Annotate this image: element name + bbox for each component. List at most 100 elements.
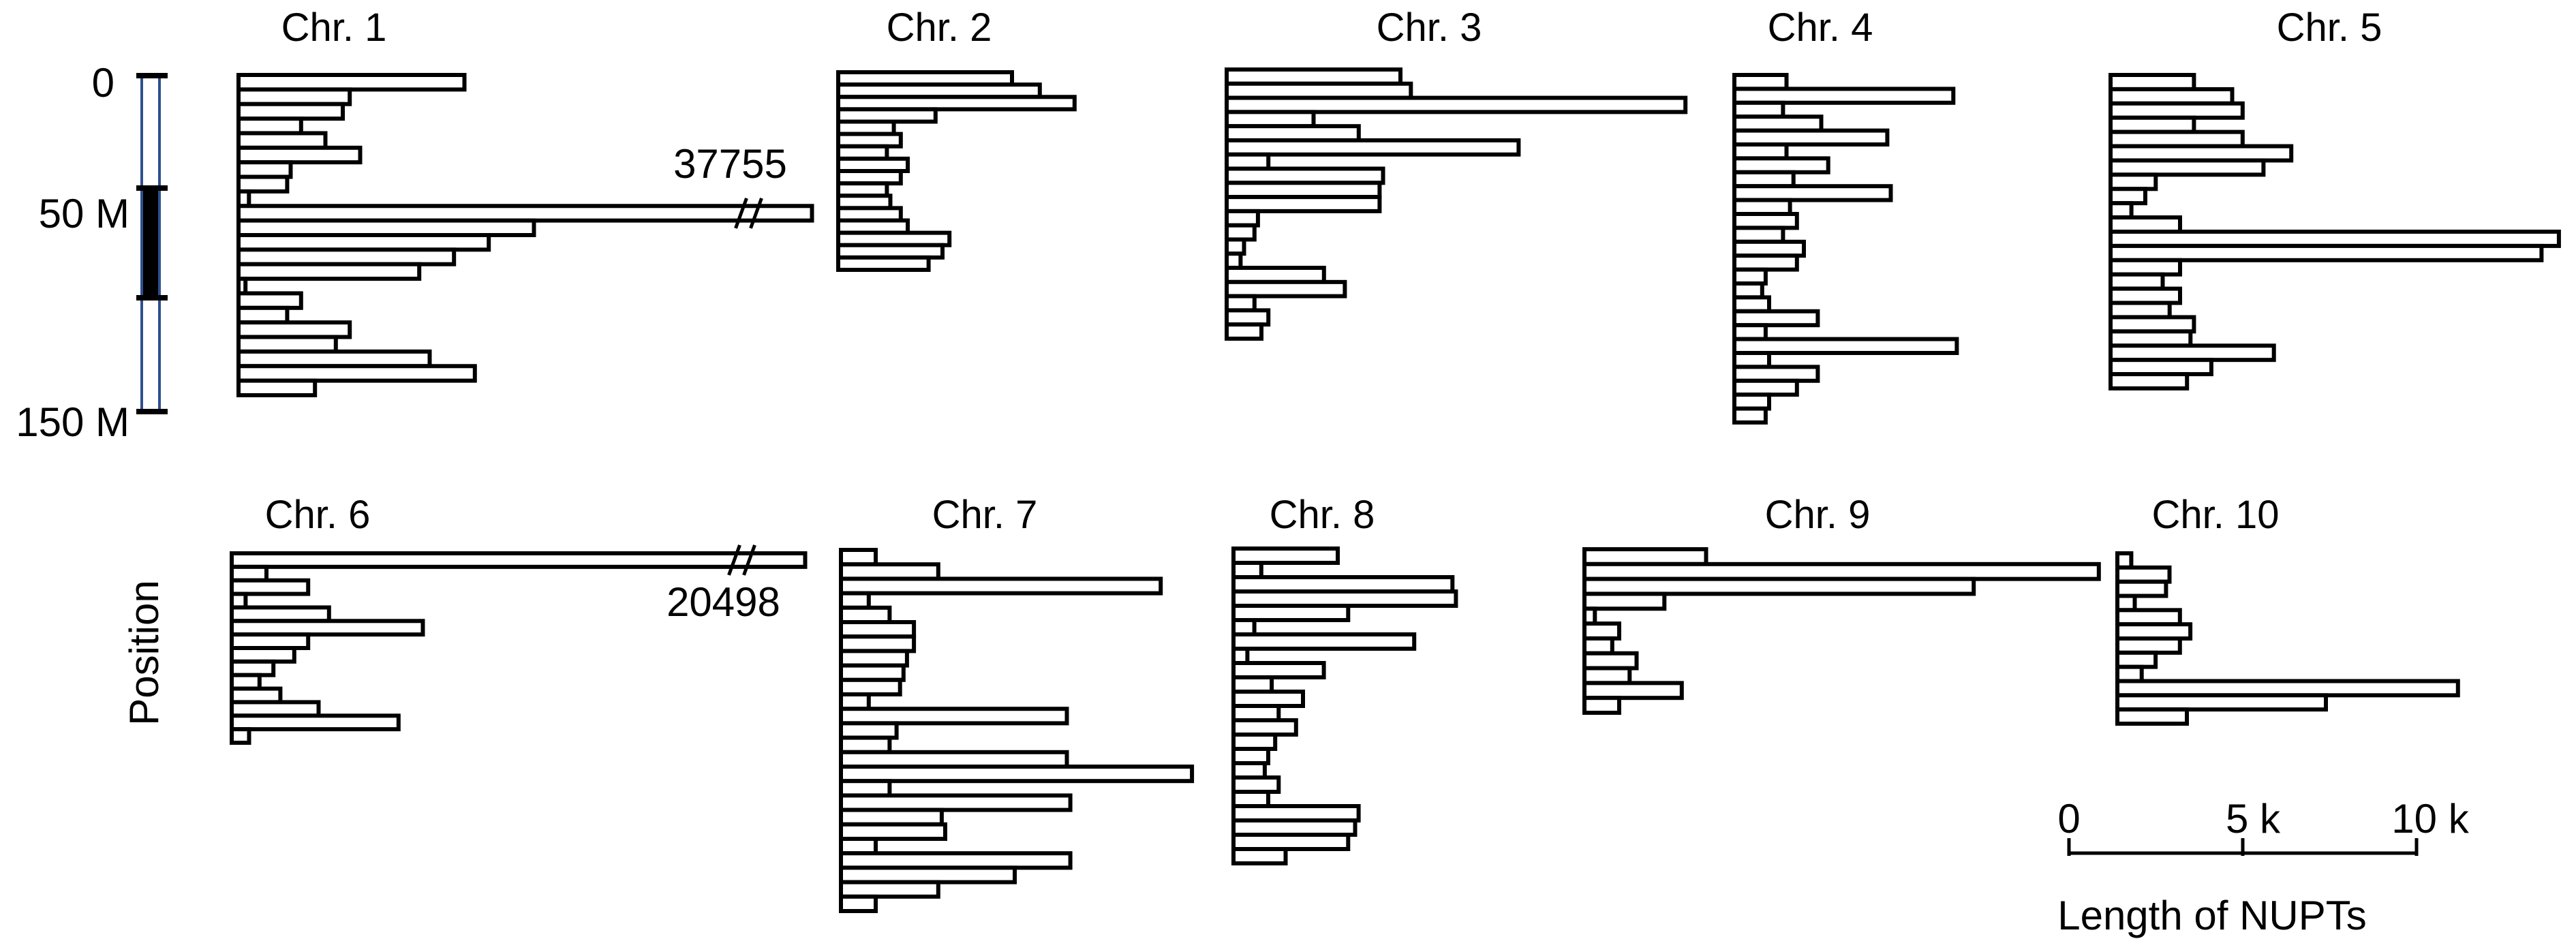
nupt-bar: [236, 131, 328, 150]
nupt-bar: [236, 174, 290, 194]
panel-title: Chr. 10: [2152, 493, 2280, 537]
nupt-bar: [1231, 704, 1281, 722]
nupt-bar: [2109, 144, 2294, 163]
panel-title: Chr. 5: [2277, 5, 2382, 50]
nupt-bar: [236, 87, 352, 106]
nupt-bar: [1231, 690, 1305, 708]
nupt-bar: [2109, 129, 2245, 149]
nupt-bar: [1582, 591, 1667, 611]
nupt-bar: [2115, 650, 2158, 669]
nupt-bar: [1582, 696, 1621, 715]
nupt-bar: [1732, 309, 1820, 328]
nupt-bar: [1732, 100, 1785, 119]
nupt-bar: [1231, 547, 1340, 565]
nupt-bar: [839, 807, 944, 827]
nupt-bar: [1225, 67, 1402, 86]
nupt-bar: [236, 233, 491, 252]
nupt-bar: [839, 663, 906, 682]
nupt-bar: [2109, 115, 2196, 134]
nupt-bar: [236, 335, 338, 354]
nupt-bar: [1225, 166, 1385, 185]
nupt-bar: [1732, 87, 1956, 105]
nupt-bar: [1225, 223, 1257, 242]
nupt-bar: [836, 255, 931, 272]
nupt-bar: [2115, 664, 2144, 683]
nupt-bar: [230, 578, 311, 596]
nupt-bar: [1231, 661, 1326, 679]
scale-tick-label: 0: [2057, 796, 2080, 842]
position-tick-label: 150 M: [16, 399, 129, 445]
panel-title: Chr. 3: [1377, 5, 1482, 50]
nupt-bar: [230, 727, 251, 745]
nupt-bar: [236, 277, 248, 296]
nupt-bar: [2109, 201, 2134, 220]
nupt-bar: [236, 305, 290, 325]
nupt-bar: [236, 364, 477, 383]
chromosome-panel: Chr. 9: [1582, 493, 2101, 715]
nupt-bar: [1225, 81, 1413, 100]
nupt-bar: [236, 378, 318, 397]
nupt-bar: [839, 837, 878, 856]
nupt-bar: [1732, 253, 1799, 272]
nupt-bar: [1231, 647, 1250, 665]
nupt-bar: [1225, 124, 1361, 142]
panel-title: Chr. 1: [281, 5, 387, 50]
axis-break-mark: [749, 198, 763, 229]
nupt-bar: [1732, 184, 1893, 202]
nupt-bar: [230, 619, 425, 637]
panel-title: Chr. 9: [1765, 493, 1871, 537]
nupt-bar: [2115, 594, 2137, 613]
nupt-bar: [839, 721, 899, 740]
nupt-bar: [236, 102, 345, 121]
nupt-bar: [839, 562, 940, 581]
chromosome-panel: Chr. 2: [836, 5, 1077, 272]
position-tick-label: 0: [92, 60, 114, 106]
nupt-bar: [236, 145, 363, 165]
nupt-bar: [2115, 707, 2189, 726]
nupt-bar: [839, 894, 878, 914]
nupt-bar: [2109, 87, 2235, 106]
nupt-bar: [236, 247, 457, 266]
nupt-bar: [839, 765, 1195, 784]
nupt-bar: [1582, 547, 1708, 566]
panel-title: Chr. 7: [932, 493, 1038, 537]
nupt-bar: [2109, 286, 2182, 305]
nupt-bar: [1225, 110, 1316, 129]
nupt-bar: [1732, 73, 1789, 91]
nupt-bar: [2115, 579, 2168, 598]
chromosome-panel: Chr. 3: [1225, 5, 1688, 341]
nupt-bar: [2109, 272, 2165, 291]
nupt-bar: [839, 649, 909, 668]
nupt-bar: [1231, 833, 1351, 851]
axis-break-mark: [742, 544, 756, 576]
nupt-bar: [1582, 636, 1614, 656]
nupt-bar: [236, 160, 293, 179]
nupt-bar: [2109, 301, 2172, 320]
nupt-bar: [2115, 693, 2328, 712]
scale-tick-label: 5 k: [2226, 796, 2281, 842]
nupt-bar: [1231, 847, 1288, 865]
nupt-bar: [2109, 329, 2193, 348]
axis-break-mark: [727, 544, 741, 576]
nupt-bar: [1225, 152, 1271, 171]
nupt-bar: [1225, 308, 1271, 327]
break-value-label: 37755: [673, 141, 787, 187]
nupt-bar: [839, 880, 940, 899]
nupt-bar: [839, 735, 892, 754]
nupt-bar: [1732, 295, 1771, 313]
chromosome-panel: Chr. 4: [1732, 5, 1959, 425]
nupt-bar: [836, 95, 1077, 112]
nupt-bar: [2109, 73, 2196, 91]
nupt-bar: [236, 320, 352, 339]
nupt-bar: [1732, 351, 1771, 369]
nupt-bar: [1231, 675, 1274, 694]
nupt-bar: [839, 620, 917, 639]
nupt-bar: [2115, 565, 2172, 584]
nupt-bar: [2109, 258, 2182, 277]
nupt-bar: [1732, 198, 1792, 217]
nupt-bar: [1225, 181, 1382, 200]
nupt-bar: [236, 291, 303, 310]
nupt-bar: [1582, 621, 1621, 641]
nupt-bar: [1231, 632, 1417, 651]
nupt-bar: [2109, 343, 2276, 363]
